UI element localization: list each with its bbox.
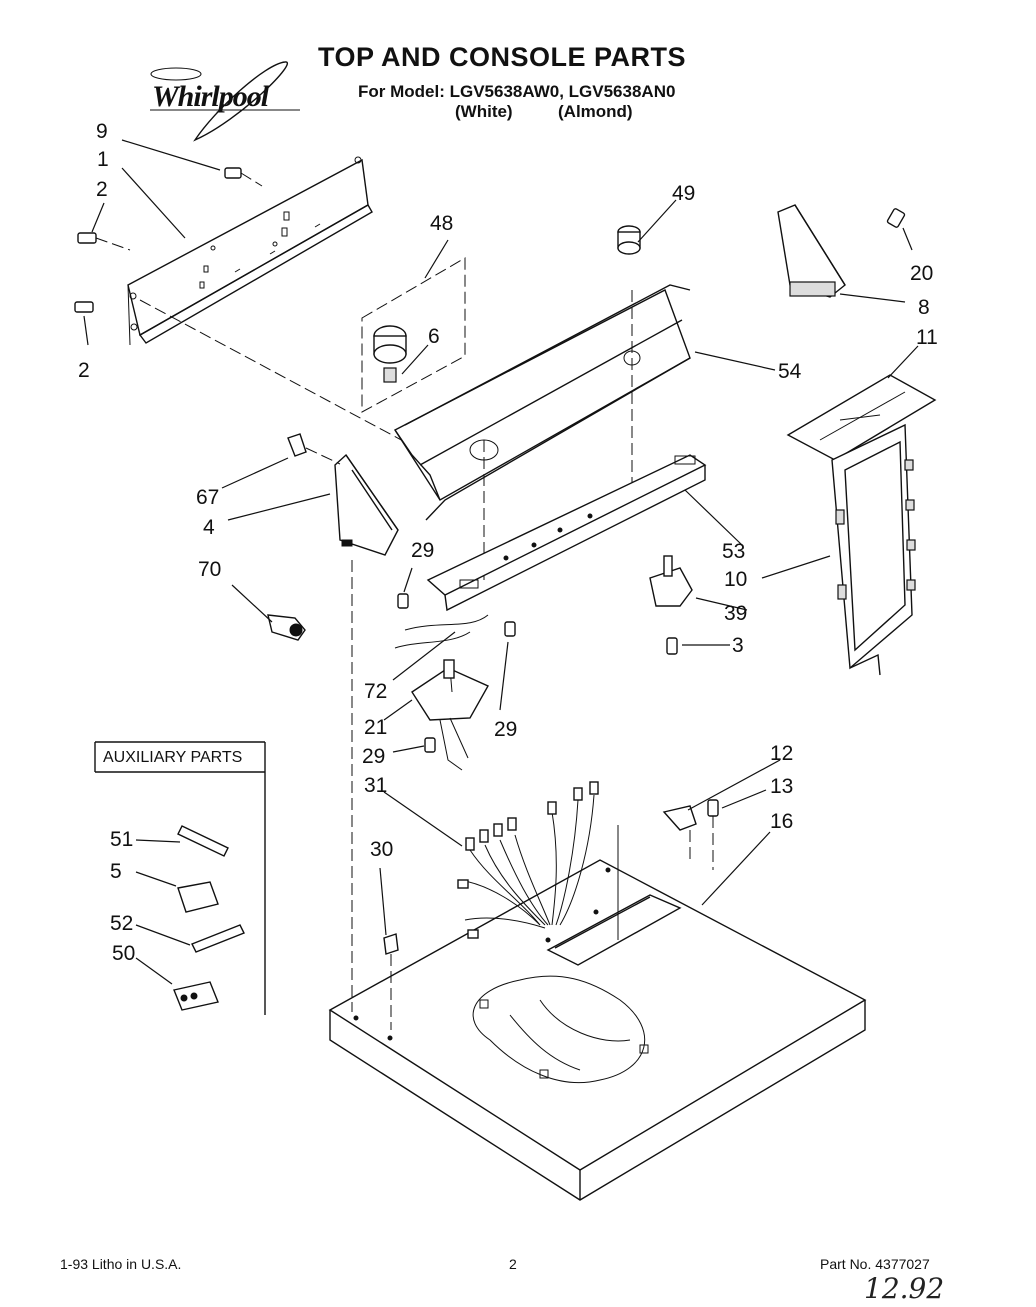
leader-lines — [83, 139, 919, 985]
screw-9-part — [224, 167, 263, 187]
screw-2a-part — [77, 232, 131, 251]
callout-2b: 2 — [78, 359, 90, 382]
whirlpool-logo: Whirlpool — [152, 80, 269, 114]
callout-3: 3 — [732, 634, 744, 657]
lint-screen-11-part — [786, 374, 937, 461]
callout-10: 10 — [724, 568, 747, 591]
knob-49-part — [617, 225, 641, 255]
brand-wordmark: Whirlpool — [152, 80, 269, 113]
wire-harness-31-part — [457, 781, 599, 939]
auxiliary-parts-box — [94, 741, 266, 1015]
screw-13-part — [707, 799, 719, 870]
callout-53: 53 — [722, 540, 745, 563]
screw-29-parts — [397, 593, 516, 753]
callout-13: 13 — [770, 775, 793, 798]
callout-11: 11 — [916, 326, 938, 349]
callout-30: 30 — [370, 838, 393, 861]
callout-54: 54 — [778, 360, 802, 383]
callout-39: 39 — [724, 602, 747, 625]
callout-4: 4 — [203, 516, 215, 539]
callout-21: 21 — [364, 716, 387, 739]
color-almond-label: (Almond) — [558, 102, 633, 121]
callout-29c: 29 — [362, 745, 385, 768]
switch-39-part — [649, 555, 693, 607]
callout-1: 1 — [97, 148, 109, 171]
clip-30-part — [383, 933, 399, 1030]
knob-kit-48-part — [361, 257, 466, 413]
housing-5-part — [177, 881, 219, 913]
litho-note: 1-93 Litho in U.S.A. — [60, 1256, 182, 1272]
callout-52: 52 — [110, 912, 133, 935]
callout-48: 48 — [430, 212, 453, 235]
callout-9: 9 — [96, 120, 108, 143]
clip-67-part — [287, 433, 341, 465]
rear-bracket-part — [127, 156, 373, 346]
callout-50: 50 — [112, 942, 135, 965]
assembly-line — [139, 299, 421, 451]
page-title: TOP AND CONSOLE PARTS — [318, 42, 687, 72]
callout-2a: 2 — [96, 178, 108, 201]
top-panel-16-part — [328, 859, 867, 1201]
callout-6: 6 — [428, 325, 440, 348]
timer-21-part — [411, 659, 489, 771]
callout-labels: 9 1 2 2 48 6 49 20 8 11 54 67 4 53 10 70… — [78, 120, 938, 965]
callout-5: 5 — [110, 860, 122, 883]
handwritten-date: 12.92 — [864, 1272, 945, 1305]
callout-31: 31 — [364, 774, 387, 797]
connector-50-part — [173, 981, 219, 1011]
callout-51: 51 — [110, 828, 133, 851]
callout-29b: 29 — [494, 718, 517, 741]
lint-housing-10-part — [831, 423, 916, 676]
screw-2b-part — [74, 301, 94, 313]
callout-8: 8 — [918, 296, 930, 319]
auxiliary-parts-title: AUXILIARY PARTS — [103, 749, 243, 766]
callout-72: 72 — [364, 680, 387, 703]
logo-swoosh — [150, 61, 300, 142]
clip-12-part — [662, 805, 697, 860]
color-white-label: (White) — [455, 102, 513, 121]
model-line: For Model: LGV5638AW0, LGV5638AN0 — [358, 82, 676, 101]
screw-20-part — [886, 208, 906, 228]
callout-67: 67 — [196, 486, 219, 509]
callout-49: 49 — [672, 182, 695, 205]
end-cap-4-part — [334, 453, 399, 556]
callout-70: 70 — [198, 558, 221, 581]
console-bracket-53-part — [426, 454, 707, 612]
screw-3-part — [666, 637, 678, 655]
wire-72-part — [394, 614, 489, 649]
callout-29a: 29 — [411, 539, 434, 562]
connector-70-part — [267, 614, 306, 641]
terminal-52-part — [191, 924, 245, 953]
callout-12: 12 — [770, 742, 793, 765]
page-number: 2 — [509, 1256, 517, 1272]
callout-20: 20 — [910, 262, 933, 285]
bracket-8-part — [777, 204, 846, 298]
terminal-51-part — [177, 825, 229, 857]
callout-16: 16 — [770, 810, 793, 833]
part-number: Part No. 4377027 — [820, 1256, 930, 1272]
console-panel-54-part — [393, 284, 691, 580]
